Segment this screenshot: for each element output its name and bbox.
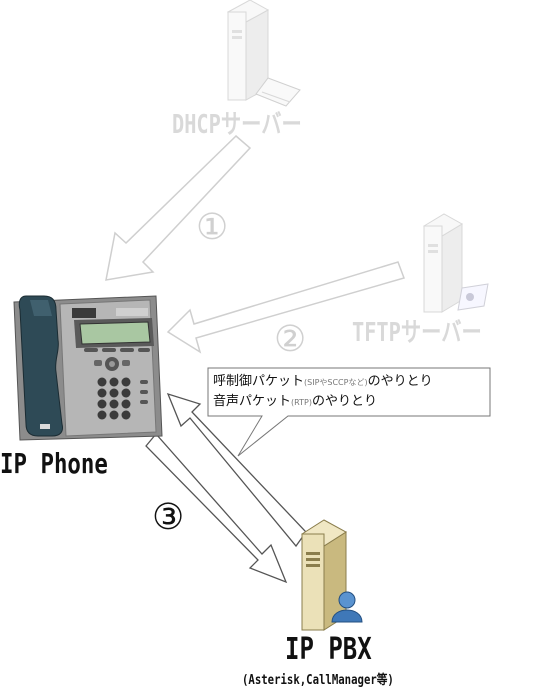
callout-line-2-tail: のやりとり <box>311 394 377 409</box>
callout-line-1-tail: のやりとり <box>367 374 433 389</box>
callout-line-1-small: (SIPやSCCPなど) <box>304 378 368 387</box>
arrow-pbx-to-phone <box>166 392 307 548</box>
arrow-phone-to-pbx <box>145 433 288 584</box>
arrow-tftp-to-phone <box>166 261 405 354</box>
ip-pbx-label: IP PBX <box>285 632 372 667</box>
step-2-marker: ② <box>274 319 307 360</box>
callout-text: 呼制御パケット(SIPやSCCPなど)のやりとり 音声パケット(RTP)のやりと… <box>213 372 483 412</box>
ip-phone-label: IP Phone <box>0 447 108 480</box>
dhcp-server-label: DHCPサーバー <box>172 110 302 140</box>
ip-phone-icon <box>13 295 163 441</box>
user-icon <box>331 591 363 623</box>
callout-line-1: 呼制御パケット(SIPやSCCPなど)のやりとり <box>213 372 483 392</box>
callout-box <box>207 367 491 457</box>
tftp-server-label: TFTPサーバー <box>352 318 482 348</box>
dhcp-server-icon <box>226 0 301 107</box>
step-1-marker: ① <box>196 207 229 248</box>
callout-line-1-main: 呼制御パケット <box>213 374 305 389</box>
callout-line-2-main: 音声パケット <box>213 394 292 409</box>
arrow-dhcp-to-phone <box>105 134 252 281</box>
ip-pbx-sub-label: (Asterisk,CallManager等) <box>242 673 394 688</box>
ip-pbx-server-icon <box>301 519 363 631</box>
tftp-server-icon <box>423 213 489 313</box>
step-3-marker: ③ <box>152 497 185 538</box>
callout-line-2: 音声パケット(RTP)のやりとり <box>213 392 483 412</box>
callout-line-2-small: (RTP) <box>291 398 312 407</box>
